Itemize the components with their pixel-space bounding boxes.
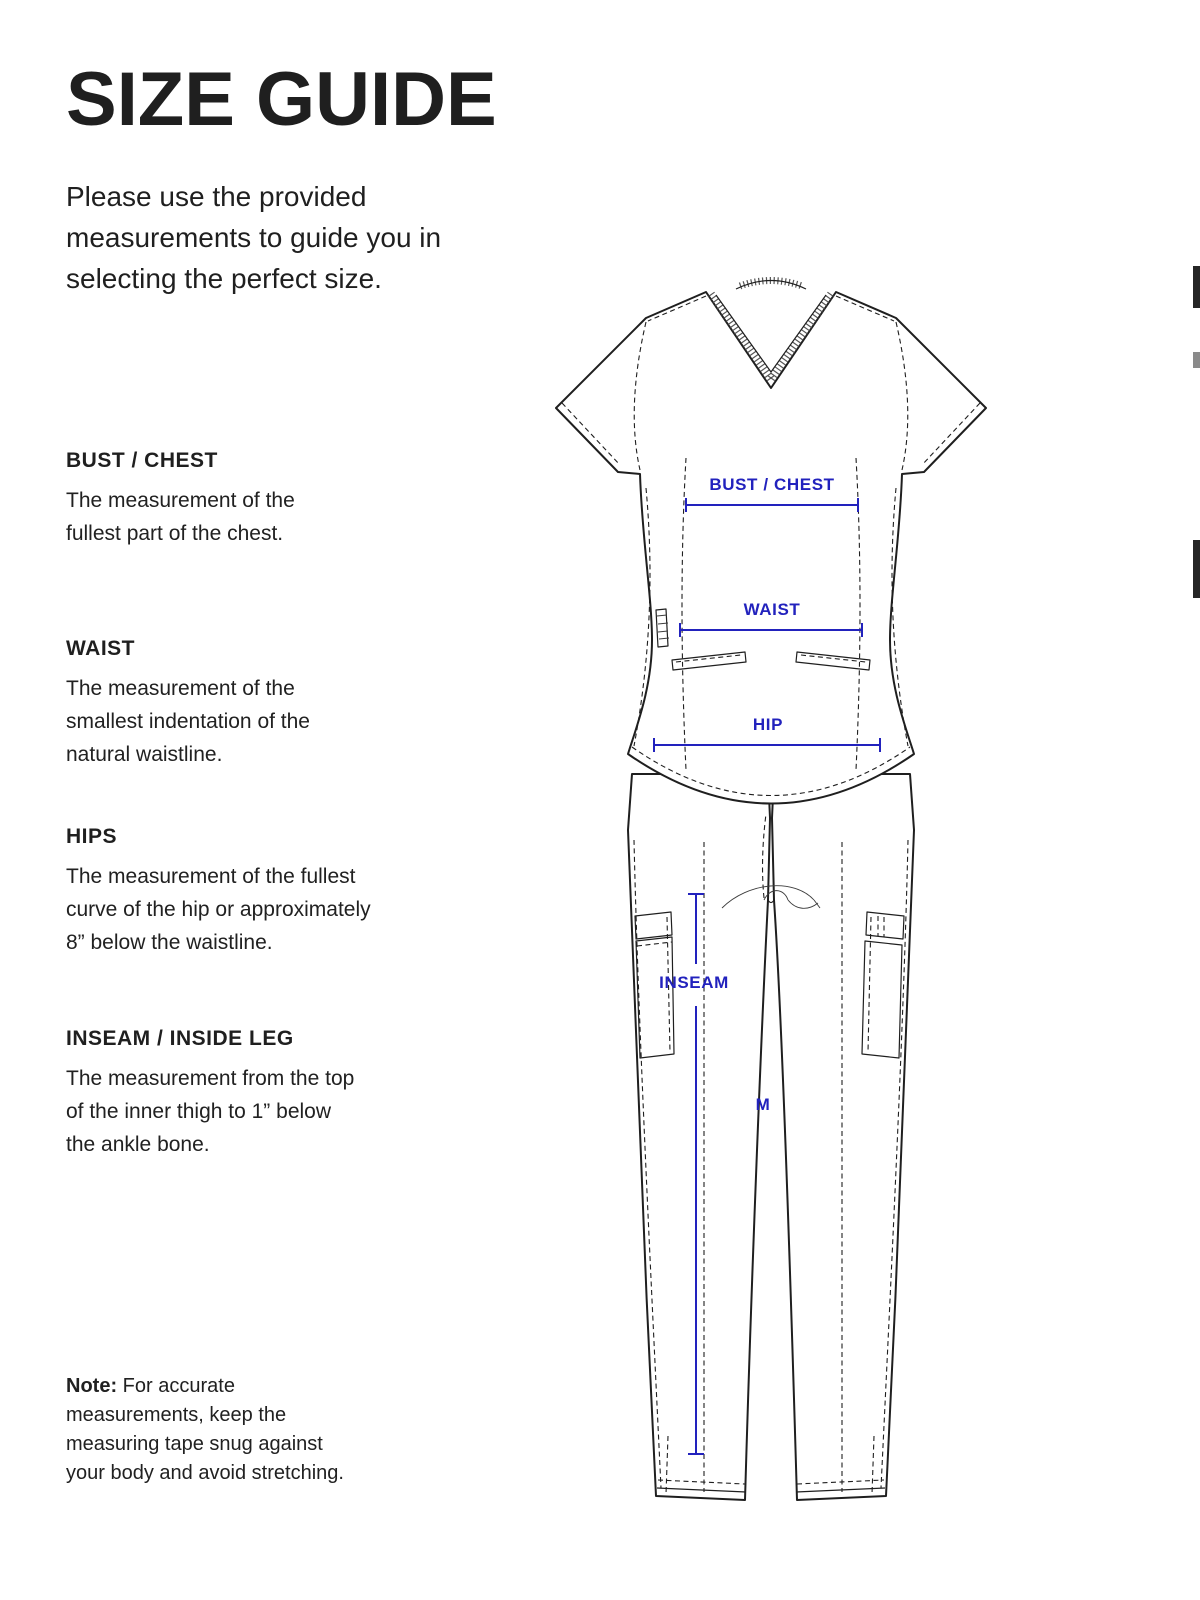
bust-label: BUST / CHEST [709,475,834,494]
page-title: SIZE GUIDE [66,57,497,142]
page-edge-artifact [1193,266,1200,308]
measurement-note: Note: For accurate measurements, keep th… [66,1372,496,1488]
hip-measure-line [653,738,881,752]
size-letter-label: M [756,1095,771,1114]
section-bust-chest: BUST / CHEST The measurement of the full… [66,449,506,550]
bust-measurement: BUST / CHEST [685,475,859,512]
waist-measure-line [679,623,863,637]
inseam-label: INSEAM [659,973,729,992]
page-edge-artifact [1193,540,1200,598]
scrub-top-drawing [555,277,987,805]
section-body-hips: The measurement of the fullest curve of … [66,865,371,954]
section-heading-inseam: INSEAM / INSIDE LEG [66,1027,294,1050]
garment-diagram: BUST / CHEST WAIST HIP INSEAM M [555,277,987,1501]
section-hips: HIPS The measurement of the fullest curv… [66,825,506,959]
bust-measure-line [685,498,859,512]
section-body-inseam: The measurement from the top of the inne… [66,1067,355,1156]
section-body-bust: The measurement of the fullest part of t… [66,489,295,545]
hip-measurement: HIP [653,715,881,752]
scrub-pants-drawing [627,773,915,1501]
section-inseam: INSEAM / INSIDE LEG The measurement from… [66,1027,506,1161]
hip-label: HIP [753,715,783,734]
section-body-waist: The measurement of the smallest indentat… [66,677,310,766]
waist-label: WAIST [744,600,801,619]
section-heading-hips: HIPS [66,825,118,848]
note-body: For accurate measurements, keep the meas… [66,1375,344,1484]
section-waist: WAIST The measurement of the smallest in… [66,637,506,771]
note-label: Note: [66,1375,118,1397]
inseam-measure-line [688,893,704,1455]
section-heading-waist: WAIST [66,637,135,660]
waist-measurement: WAIST [679,600,863,637]
section-heading-bust: BUST / CHEST [66,449,218,472]
intro-text: Please use the provided measurements to … [66,181,442,294]
inseam-measurement: INSEAM [659,893,729,1455]
page-edge-artifact [1193,352,1200,368]
